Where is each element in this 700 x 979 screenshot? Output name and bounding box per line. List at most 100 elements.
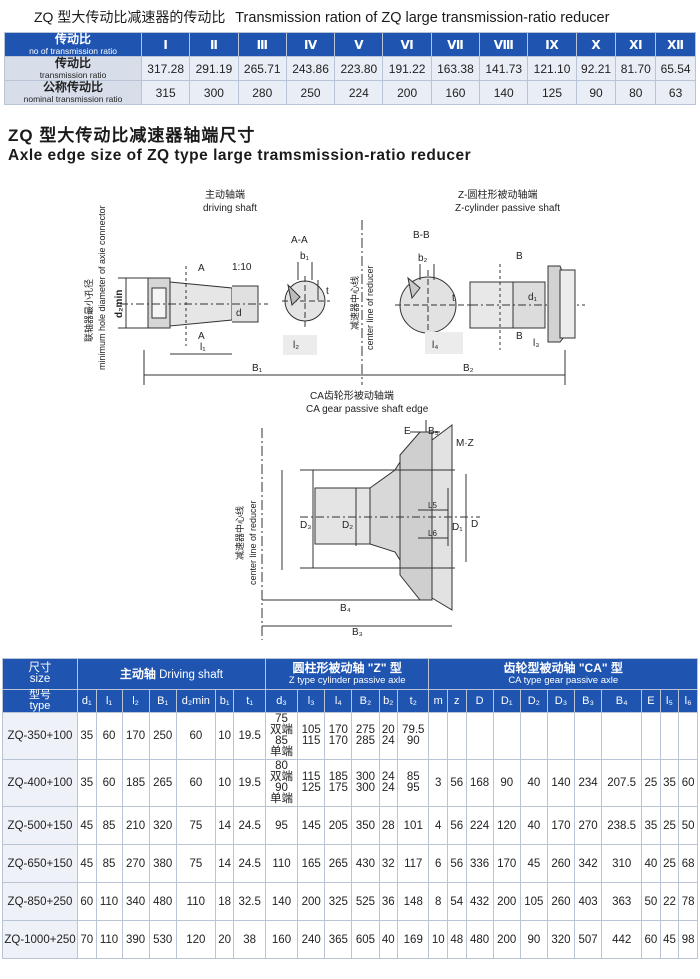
ratio-numeral: Ⅹ [575,32,617,57]
table-cell [465,712,494,760]
table-cell: 19.5 [233,712,266,760]
table-cell: 75 [175,844,216,883]
section-title-cn: ZQ 型大传动比减速器轴端尺寸 [8,126,256,145]
column-header: t₂ [397,689,430,713]
table-cell: 10 [214,759,235,807]
table-cell: 3 [428,759,448,807]
table-cell: 45 [77,806,97,845]
ca-label-cn: CA齿轮形被动轴端 [310,389,394,402]
table-corner-type: 型号 type [2,689,78,713]
table-cell: 20 [214,920,235,959]
table-cell: 28 [378,806,399,845]
label-l1: l₁ [200,342,206,353]
column-header: D₂ [519,689,548,713]
column-header: l₅ [659,689,680,713]
label-E: E [404,426,411,437]
table-cell [659,712,680,760]
ca-center-label-en: center line of reducer [248,500,258,585]
label-B4: B₄ [340,603,351,614]
ratio-cell: 317.28 [140,56,191,81]
ratio-row-values: 传动比 transmission ratio 317.28 291.19 265… [4,56,696,81]
table-cell: 260 [546,844,576,883]
nominal-cell: 90 [575,80,617,105]
row-type: ZQ-850+250 [2,882,78,921]
table-cell [447,712,467,760]
table-cell: 342 [574,844,603,883]
table-cell: 70 [77,920,97,959]
table-cell: 101 [397,806,430,845]
row-type: ZQ-350+100 [2,712,78,760]
label-B1: B₁ [252,363,263,374]
label-l4: l₄ [432,340,438,351]
min-hole-label-en: minimum hole diameter of axie connector [97,205,107,370]
ratio-numeral: Ⅳ [285,32,336,57]
table-cell: 480 [148,882,177,921]
table-cell: 40 [378,920,399,959]
table-cell: 120 [175,920,216,959]
label-t-b: t [452,293,455,304]
table-cell: 265 [148,759,177,807]
table-cell: 168 [465,759,494,807]
label-a-bottom: A [198,331,205,342]
table-cell: 110 [264,844,299,883]
table-cell: 160 [264,920,299,959]
table-cell: 270 [574,806,603,845]
table-cell: 98 [678,920,698,959]
label-D1: D₁ [452,522,463,533]
table-cell: 169 [397,920,430,959]
label-D: D [471,519,478,530]
ratio-numeral: Ⅶ [430,32,481,57]
table-cell: 90 [492,759,521,807]
table-cell: 60 [175,759,216,807]
ratio-numeral: Ⅵ [382,32,432,57]
ratio-cell: 191.22 [382,56,432,81]
column-header: l₂ [121,689,150,713]
table-cell: 56 [447,759,467,807]
table-cell: 110 [175,882,216,921]
nominal-cell: 125 [527,80,577,105]
table-cell [546,712,576,760]
table-cell: 260 [546,882,576,921]
label-d1: d₁ [528,292,538,303]
table-cell: 35 [641,806,661,845]
column-header: l₆ [678,689,698,713]
table-cell: 25 [659,806,680,845]
table-cell: 90 [519,920,548,959]
row-type: ZQ-500+150 [2,806,78,845]
table-corner-size: 尺寸 size [2,658,78,690]
table-cell: 4 [428,806,448,845]
table-cell: 8 [428,882,448,921]
column-header: d₃ [264,689,299,713]
page-title: ZQ 型大传动比减速器的传动比 Transmission ration of Z… [34,7,609,27]
table-cell: 50 [641,882,661,921]
table-cell: 320 [148,806,177,845]
table-cell: 605 [351,920,380,959]
ratio-row-numerals: 传动比 no of transmission ratio Ⅰ Ⅱ Ⅲ Ⅳ Ⅴ Ⅵ… [4,32,696,57]
ratio-numeral: Ⅲ [237,32,287,57]
table-cell: 170 [546,806,576,845]
column-header: B₄ [601,689,643,713]
column-header: D₁ [492,689,521,713]
nominal-cell: 315 [140,80,191,105]
table-cell: 340 [121,882,150,921]
ratio-numeral: Ⅷ [479,32,529,57]
table-cell: 270 [121,844,150,883]
table-cell: 60 [95,712,123,760]
label-taper: 1:10 [232,262,252,273]
table-cell: 40 [519,806,548,845]
group-z-type: 圆柱形被动轴 "Z" 型 Z type cylinder passive axl… [264,658,430,690]
ratio-cell: 121.10 [527,56,577,81]
label-b1: b₁ [300,251,310,262]
center-line-label-en: center line of reducer [365,265,375,350]
table-cell [574,712,603,760]
table-cell: 25 [659,844,680,883]
table-cell: 403 [574,882,603,921]
